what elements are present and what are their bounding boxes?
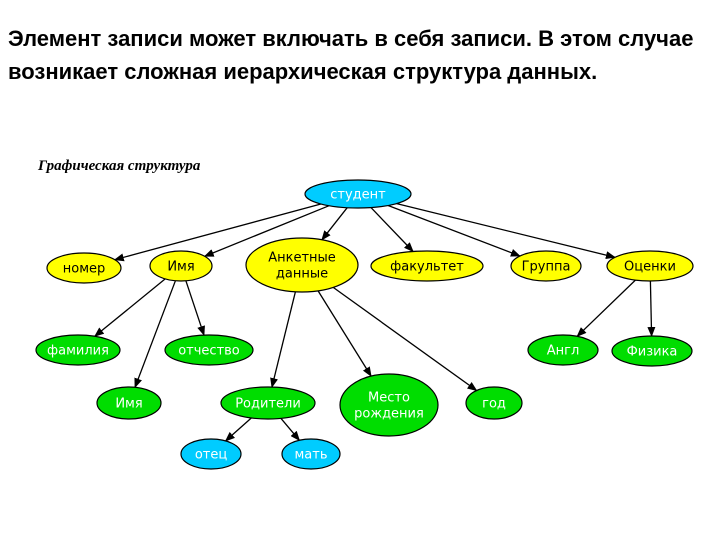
node-label-student: студент: [330, 188, 386, 203]
edge-imya-imya2: [134, 280, 177, 389]
node-shape-mesto: [339, 373, 439, 437]
node-label-gruppa: Группа: [522, 260, 571, 275]
diagram-title: Графическая структура: [38, 158, 201, 174]
node-label-otec: отец: [195, 448, 228, 463]
node-shape-god: [465, 386, 523, 420]
node-nomer: номер: [46, 252, 122, 284]
node-god: год: [465, 386, 523, 420]
edge-imya-otchestvo: [185, 280, 205, 337]
node-shape-familiya: [35, 334, 121, 366]
node-gruppa: Группа: [510, 250, 582, 282]
edge-ocenki-angl: [576, 279, 636, 337]
heading-text: Элемент записи может включать в себя зап…: [8, 26, 694, 84]
edge-student-ocenki: [396, 202, 616, 260]
node-label-roditeli: Родители: [235, 397, 301, 412]
edges-layer: [94, 202, 656, 442]
edge-student-imya: [203, 205, 330, 257]
edge-anketnye-mesto: [317, 290, 372, 377]
node-shape-gruppa: [510, 250, 582, 282]
node-familiya: фамилия: [35, 334, 121, 366]
node-shape-ocenki: [606, 250, 694, 282]
node-label-otchestvo: отчество: [178, 344, 240, 359]
node-label-nomer: номер: [63, 262, 106, 277]
node-shape-fizika: [611, 335, 693, 367]
node-ocenki: Оценки: [606, 250, 694, 282]
edge-student-fakultet: [370, 207, 414, 253]
edge-ocenki-fizika: [647, 280, 656, 337]
node-shape-imya: [149, 250, 213, 282]
edge-student-gruppa: [387, 204, 521, 257]
edge-anketnye-god: [332, 286, 478, 392]
node-shape-nomer: [46, 252, 122, 284]
node-mat: мать: [281, 438, 341, 470]
node-label-fizika: Физика: [627, 345, 678, 360]
node-label-angl: Англ: [547, 344, 580, 359]
node-label-fakultet: факультет: [390, 260, 464, 275]
node-shape-student: [304, 179, 412, 209]
edge-roditeli-otec: [224, 417, 252, 442]
node-shape-fakultet: [370, 250, 484, 282]
node-shape-angl: [527, 334, 599, 366]
node-roditeli: Родители: [220, 386, 316, 420]
node-angl: Англ: [527, 334, 599, 366]
node-label-imya2: Имя: [115, 397, 142, 412]
node-shape-otec: [180, 438, 242, 470]
edge-student-anketnye: [321, 207, 348, 241]
node-label-ocenki: Оценки: [624, 260, 676, 275]
node-shape-roditeli: [220, 386, 316, 420]
edge-anketnye-roditeli: [270, 291, 297, 389]
node-shape-otchestvo: [164, 334, 254, 366]
node-shape-mat: [281, 438, 341, 470]
node-imya2: Имя: [96, 386, 162, 420]
edge-student-nomer: [113, 203, 322, 262]
node-otec: отец: [180, 438, 242, 470]
node-label-god: год: [482, 397, 506, 412]
node-shape-anketnye: [245, 237, 359, 293]
node-shape-imya2: [96, 386, 162, 420]
edge-roditeli-mat: [280, 417, 301, 442]
node-label-mat: мать: [294, 448, 327, 463]
node-otchestvo: отчество: [164, 334, 254, 366]
node-imya: Имя: [149, 250, 213, 282]
node-label-familiya: фамилия: [47, 344, 109, 359]
node-student: студент: [304, 179, 412, 209]
node-fakultet: факультет: [370, 250, 484, 282]
edge-imya-familiya: [94, 278, 166, 337]
node-fizika: Физика: [611, 335, 693, 367]
node-label-imya: Имя: [167, 260, 194, 275]
